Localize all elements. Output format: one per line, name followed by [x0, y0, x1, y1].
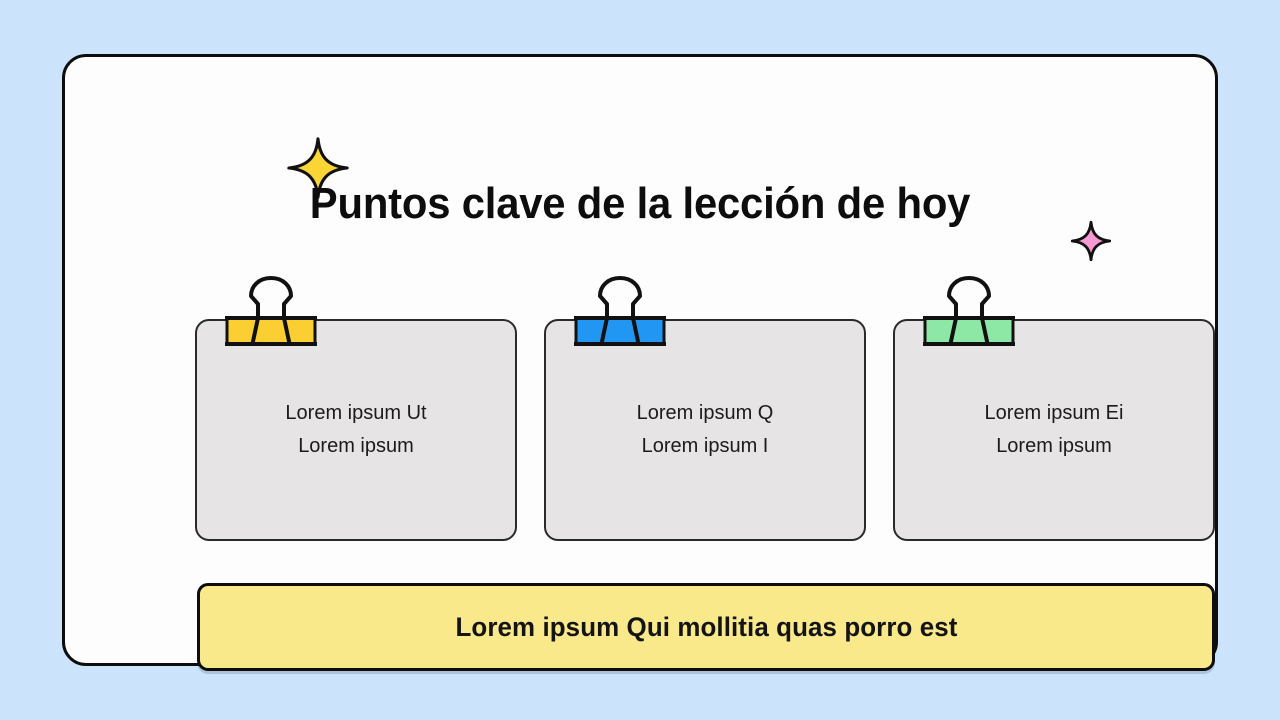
- slide-panel: Puntos clave de la lección de hoy Lorem …: [62, 54, 1218, 671]
- binder-clip-green-icon: [923, 276, 1015, 346]
- key-point-card-2[interactable]: Lorem ipsum Q Lorem ipsum I: [544, 276, 866, 541]
- page-title: Puntos clave de la lección de hoy: [309, 179, 971, 228]
- key-point-text-3: Lorem ipsum Ei Lorem ipsum: [984, 402, 1124, 457]
- highlight-banner[interactable]: Lorem ipsum Qui mollitia quas porro est: [197, 583, 1215, 671]
- key-point-card-3[interactable]: Lorem ipsum Ei Lorem ipsum: [893, 276, 1215, 541]
- key-point-card-1[interactable]: Lorem ipsum Ut Lorem ipsum: [195, 276, 517, 541]
- key-point-text-2: Lorem ipsum Q Lorem ipsum I: [636, 402, 774, 457]
- key-point-text-1: Lorem ipsum Ut Lorem ipsum: [285, 402, 427, 457]
- highlight-banner-text: Lorem ipsum Qui mollitia quas porro est: [454, 611, 958, 642]
- binder-clip-yellow-icon: [225, 276, 317, 346]
- key-points-list: Lorem ipsum Ut Lorem ipsum Lorem ipsum Q…: [195, 276, 1215, 541]
- binder-clip-blue-icon: [574, 276, 666, 346]
